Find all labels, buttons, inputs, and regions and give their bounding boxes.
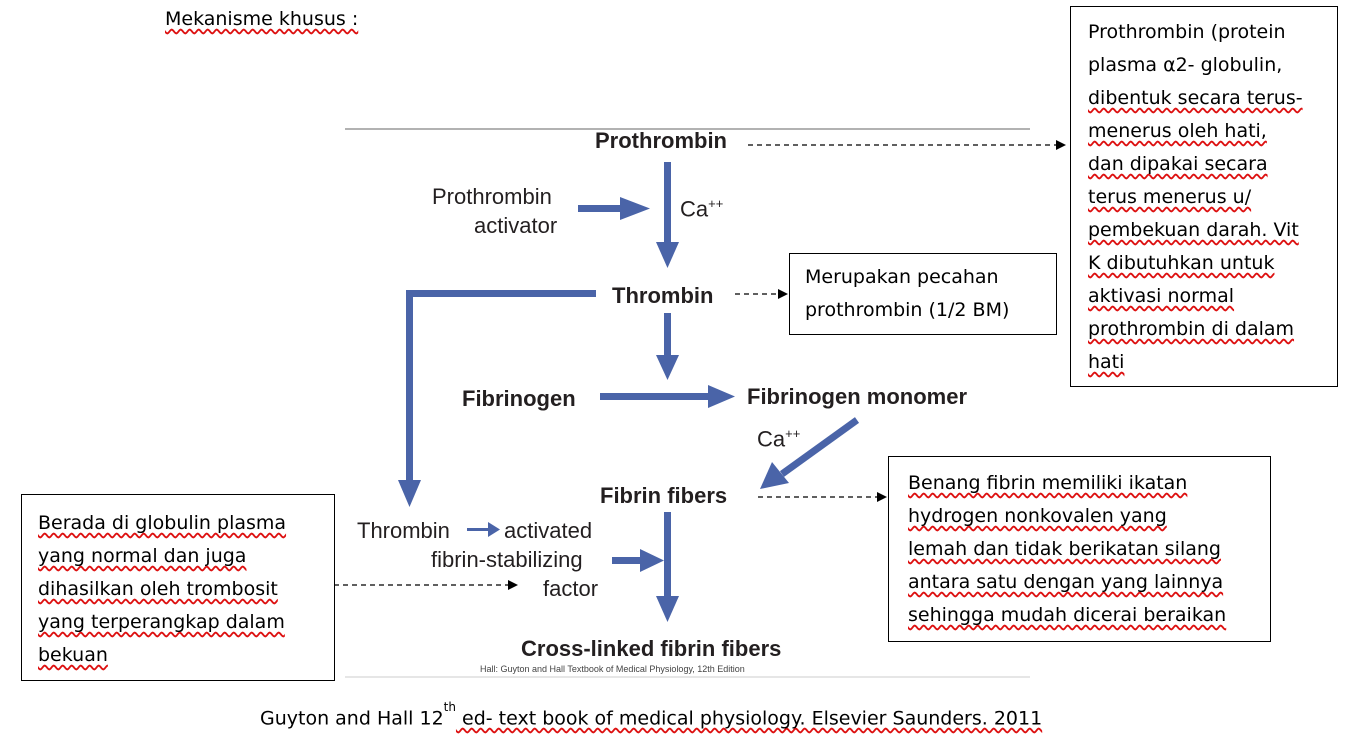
note-line: Prothrombin (protein [1088,21,1286,43]
arrow-fsf [612,557,646,564]
label-fsf-line1: fibrin-stabilizing [431,547,583,572]
arrow-activator [578,205,622,212]
note-line: Berada di globulin plasma [38,512,287,534]
arrow-fibrinogen-monomer [600,393,710,400]
page-title: Mekanisme khusus : [165,8,359,30]
arrow-thrombin-activated [467,528,491,531]
arrow-prothrombin-thrombin [664,162,671,258]
arrow-thrombin-down [664,313,671,368]
figure-source-note: Hall: Guyton and Hall Textbook of Medica… [480,664,745,674]
note-line: dan dipakai secara [1088,153,1268,175]
note-line: lemah dan tidak berikatan silang [908,538,1221,560]
note-line: terus menerus u/ [1088,186,1252,208]
node-activator-line2: activator [474,213,558,238]
note-line: pembekuan darah. Vit [1088,219,1299,241]
note-line: prothrombin (1/2 BM) [805,299,1010,321]
label-activated: activated [504,518,593,543]
note-box-thrombin: Merupakan pecahan prothrombin (1/2 BM) [789,253,1057,335]
node-fibrinogen-monomer: Fibrinogen monomer [747,384,967,409]
note-box-prothrombin: Prothrombin (protein plasma α2- globulin… [1070,6,1338,387]
note-box-fibrin: Benang fibrin memiliki ikatan hydrogen n… [888,456,1271,642]
citation-sup: th [443,700,456,714]
label-fsf-line2: factor [543,576,599,601]
note-line: Merupakan pecahan [805,266,999,288]
arrow-thrombin-loop-v [406,290,413,490]
citation-main: Guyton and Hall 12 [260,707,444,730]
node-fibrin-fibers: Fibrin fibers [600,483,728,508]
arrow-monomer-fibrin [779,417,860,477]
note-line: plasma α2- globulin, [1088,54,1283,76]
note-line: antara satu dengan yang lainnya [908,571,1224,593]
note-line: K dibutuhkan untuk [1088,252,1275,274]
note-line: yang normal dan juga [38,545,247,567]
note-line: aktivasi normal [1088,285,1235,307]
node-thrombin: Thrombin [612,283,714,308]
note-line: yang terperangkap dalam [38,611,285,633]
note-line: bekuan [38,644,108,666]
citation: Guyton and Hall 12th ed- text book of me… [260,700,1043,730]
arrow-thrombin-loop-h [406,290,596,297]
note-line: hydrogen nonkovalen yang [908,505,1167,527]
label-ca-1: Ca++ [680,196,724,222]
node-fibrinogen: Fibrinogen [462,386,576,411]
note-line: Benang fibrin memiliki ikatan [908,472,1188,494]
node-prothrombin: Prothrombin [595,128,727,153]
node-activator-line1: Prothrombin [432,184,552,209]
label-ca-2: Ca++ [757,426,801,452]
arrow-fibrin-crosslinked [664,512,671,608]
note-line: dihasilkan oleh trombosit [38,578,278,600]
note-line: prothrombin di dalam [1088,318,1295,340]
citation-rest: ed- text book of medical physiology. Els… [455,707,1043,730]
label-thrombin-small: Thrombin [357,518,450,543]
note-line: dibentuk secara terus- [1088,87,1303,109]
note-line: sehingga mudah dicerai beraikan [908,604,1227,626]
node-crosslinked-fibrin: Cross-linked fibrin fibers [521,636,782,661]
note-line: hati [1088,351,1125,373]
note-line: menerus oleh hati, [1088,120,1267,142]
note-box-fsf: Berada di globulin plasma yang normal da… [21,494,335,681]
